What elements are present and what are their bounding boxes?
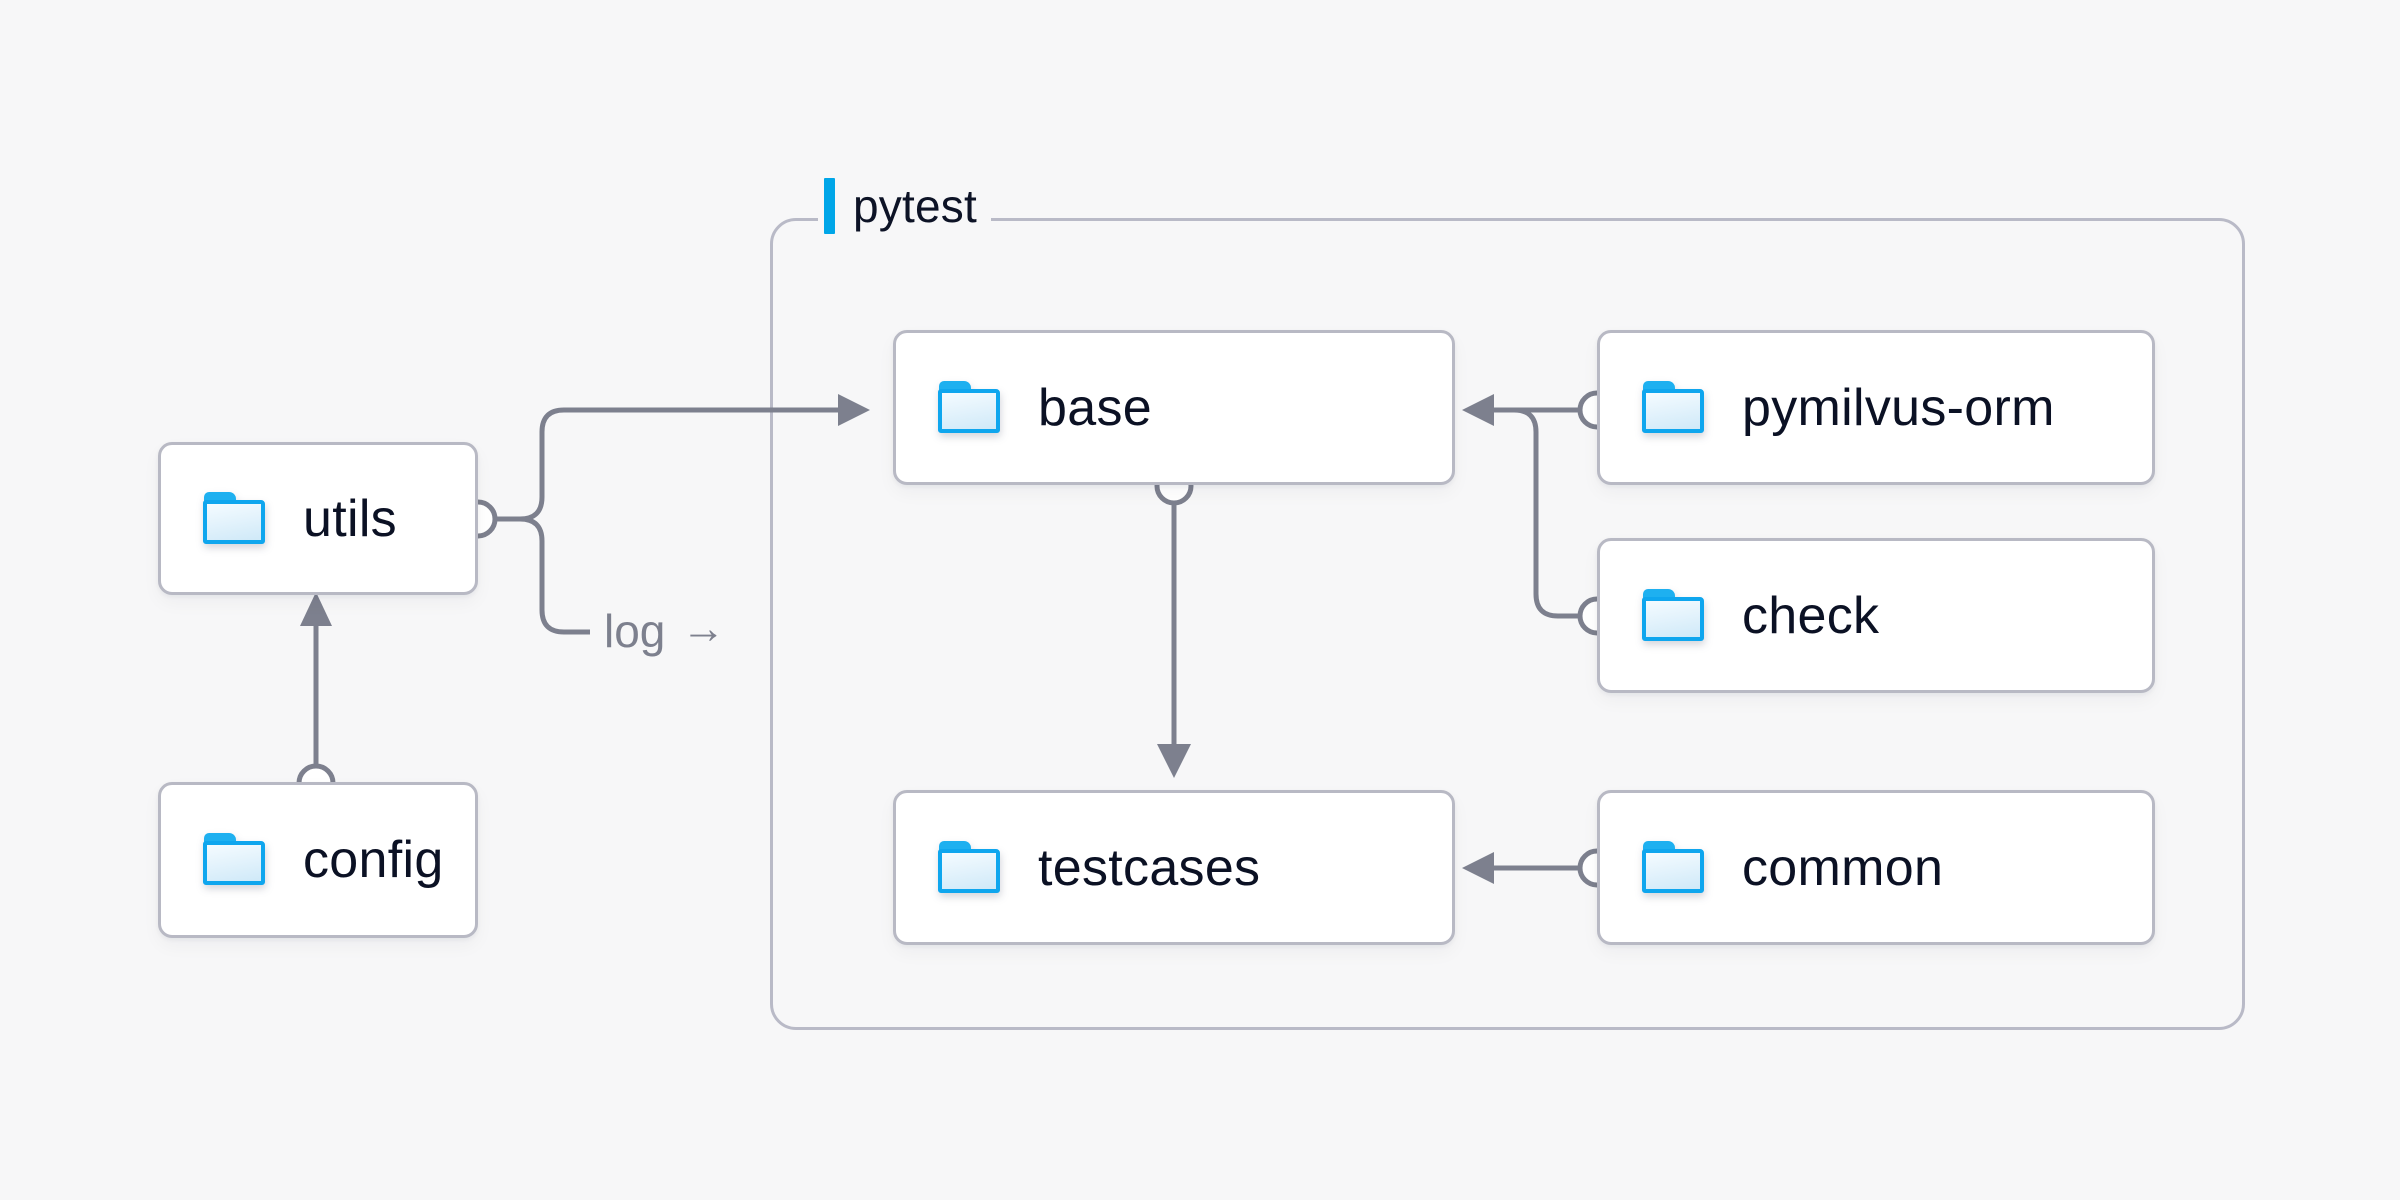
group-container-pytest (770, 218, 2245, 1030)
node-base[interactable]: base (893, 330, 1455, 485)
edge-utils-log-branch (496, 516, 590, 635)
node-label-common: common (1742, 838, 1944, 897)
node-common[interactable]: common (1597, 790, 2155, 945)
edge-label-log: log → (604, 604, 726, 657)
folder-icon (1642, 380, 1708, 435)
node-label-pymilvus-orm: pymilvus-orm (1742, 378, 2055, 437)
group-label-pytest: pytest (818, 175, 991, 237)
node-label-config: config (303, 831, 444, 889)
group-accent-bar (824, 178, 835, 234)
node-config[interactable]: config (158, 782, 478, 938)
node-utils[interactable]: utils (158, 442, 478, 595)
node-pymilvus-orm[interactable]: pymilvus-orm (1597, 330, 2155, 485)
node-label-base: base (1038, 378, 1152, 437)
edge-config-to-utils (296, 592, 336, 803)
folder-icon (203, 491, 269, 546)
node-label-testcases: testcases (1038, 838, 1261, 897)
arrow-right-icon: → (681, 604, 726, 653)
edge-label-log-text: log (604, 605, 666, 657)
folder-icon (1642, 588, 1708, 643)
group-title-text: pytest (853, 180, 977, 232)
folder-icon (1642, 840, 1708, 895)
node-label-check: check (1742, 586, 1880, 645)
node-label-utils: utils (303, 489, 397, 548)
folder-icon (203, 833, 269, 887)
node-testcases[interactable]: testcases (893, 790, 1455, 945)
node-check[interactable]: check (1597, 538, 2155, 693)
folder-icon (938, 380, 1004, 435)
folder-icon (938, 840, 1004, 895)
